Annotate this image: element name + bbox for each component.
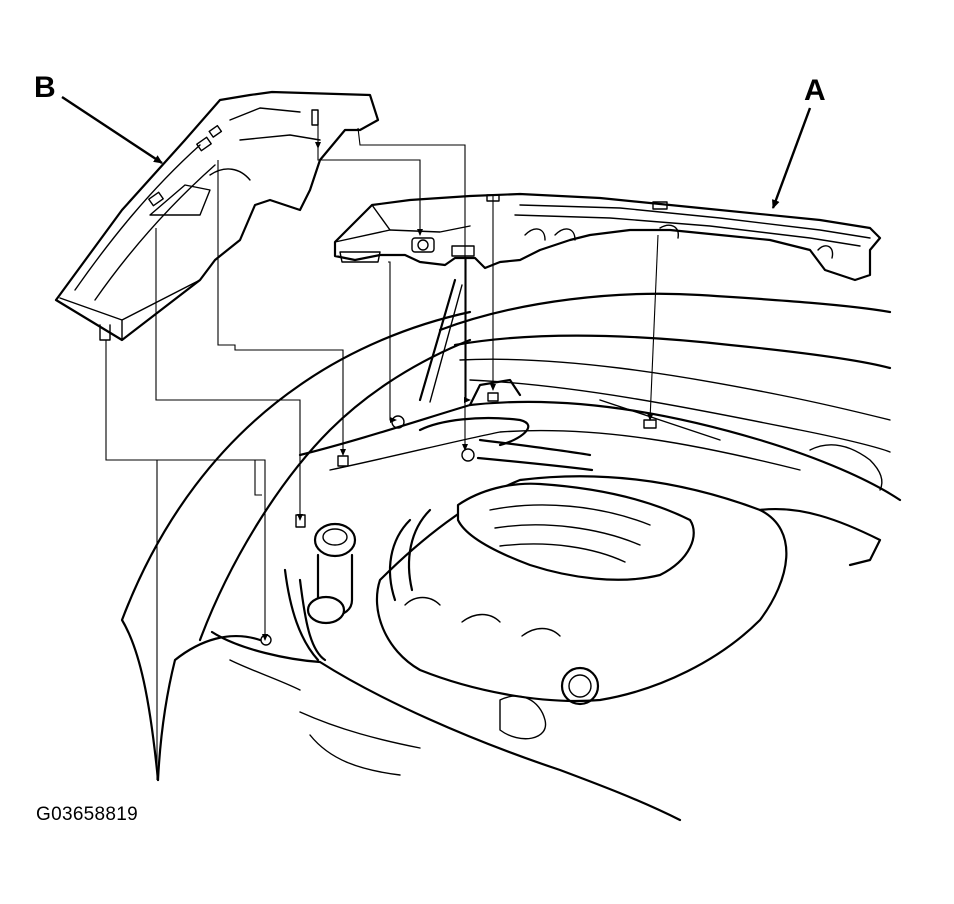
clip-1 [295, 514, 306, 528]
callout-arrow-b [61, 95, 163, 165]
part-b-label: B [34, 71, 56, 104]
clip-5 [487, 392, 499, 402]
hood-panel [418, 278, 892, 453]
engine-cover [375, 475, 882, 706]
clip-2 [260, 634, 272, 646]
oil-filler-cap [560, 666, 600, 706]
engine-mount-bracket [499, 695, 547, 740]
fastener-clips [260, 392, 657, 646]
part-a-label: A [804, 74, 826, 107]
callout-arrow-a [771, 107, 812, 209]
cowl-cover-a [333, 192, 882, 282]
hood-prop-rod [418, 278, 457, 402]
figure-id: G03658819 [36, 804, 139, 825]
clip-7 [337, 455, 349, 467]
clip-3 [391, 415, 405, 429]
fastener-leader-lines [105, 110, 659, 780]
clip-4 [461, 448, 475, 462]
cowl-cover-b [54, 90, 380, 342]
cowl-area [298, 378, 902, 502]
vehicle-body-outline [120, 310, 682, 822]
clip-6 [643, 419, 657, 429]
reservoir-and-hoses [283, 438, 594, 740]
